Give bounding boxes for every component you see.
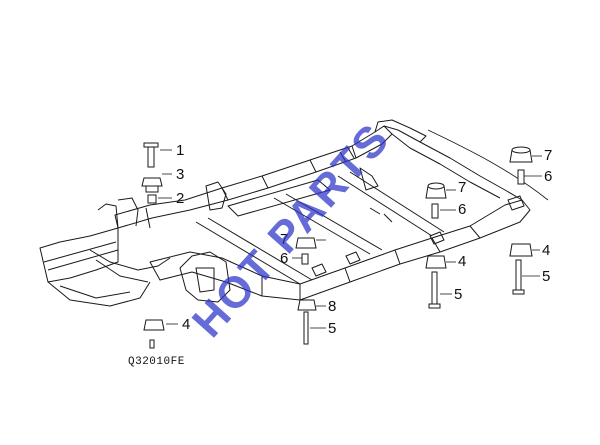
body-outline-curve (427, 129, 549, 201)
bolt-5b (431, 271, 438, 309)
mount-hardware (141, 142, 533, 349)
diagram-code: Q32010FE (128, 356, 185, 368)
bolt-5a (303, 311, 309, 345)
callout-5-rear-mid: 5 (454, 286, 462, 303)
callout-5-rear: 5 (542, 268, 550, 285)
front-bumper-arm (47, 281, 151, 307)
left-side-rail (149, 199, 531, 301)
front-crossmember (39, 227, 119, 283)
bolt-1 (147, 144, 155, 168)
rear-frame-extension (383, 125, 523, 201)
callout-labels: 1 3 2 4 7 6 8 5 7 6 4 5 7 6 4 5 (176, 142, 552, 337)
callout-5-mid: 5 (328, 320, 336, 337)
callout-6-rear: 6 (544, 168, 552, 185)
cushion-7a (295, 237, 317, 249)
callout-2: 2 (176, 190, 184, 207)
cushion-4b (425, 255, 447, 269)
front-suspension-bracket (97, 197, 151, 229)
spacer-6c (517, 169, 525, 185)
mid-mount-stack (295, 237, 317, 265)
front-mount-stack (141, 142, 163, 204)
mid-lower-mount (297, 299, 317, 345)
callout-4-front: 4 (182, 316, 190, 333)
bolt-5c (515, 259, 522, 295)
cushion-8 (297, 299, 317, 311)
front-lower-arm (89, 249, 171, 283)
leader-lines (158, 149, 542, 329)
callout-4-rear: 4 (542, 242, 550, 259)
cushion-4c (509, 243, 533, 257)
rear-mid-mount-stack (425, 182, 447, 309)
callout-1: 1 (176, 142, 184, 159)
cushion-4a (143, 319, 165, 331)
crossmember-2 (273, 193, 383, 255)
callout-6-mid: 6 (280, 250, 288, 267)
rear-mount-stack (509, 146, 533, 295)
callout-7-mid: 7 (280, 231, 288, 248)
engine-mount-bracket (179, 251, 231, 303)
callout-6-rear-mid: 6 (458, 201, 466, 218)
callout-4-rear-mid: 4 (458, 253, 466, 270)
cushion-3 (141, 177, 163, 187)
crossmember-4 (227, 179, 331, 217)
spacer-6a (301, 253, 309, 265)
callout-7-rear: 7 (544, 147, 552, 164)
vehicle-frame (39, 119, 549, 307)
crossmember-3 (337, 171, 445, 237)
front-lower-mount (143, 319, 165, 349)
watermark: HOT PARTS (183, 114, 399, 347)
crossmember-1 (195, 217, 313, 285)
callout-7-rear-mid: 7 (458, 179, 466, 196)
transmission-bracket (205, 181, 227, 211)
callout-3: 3 (176, 166, 184, 183)
callout-8: 8 (328, 298, 336, 315)
spacer-6b (431, 203, 439, 219)
spacer-2 (147, 194, 157, 204)
